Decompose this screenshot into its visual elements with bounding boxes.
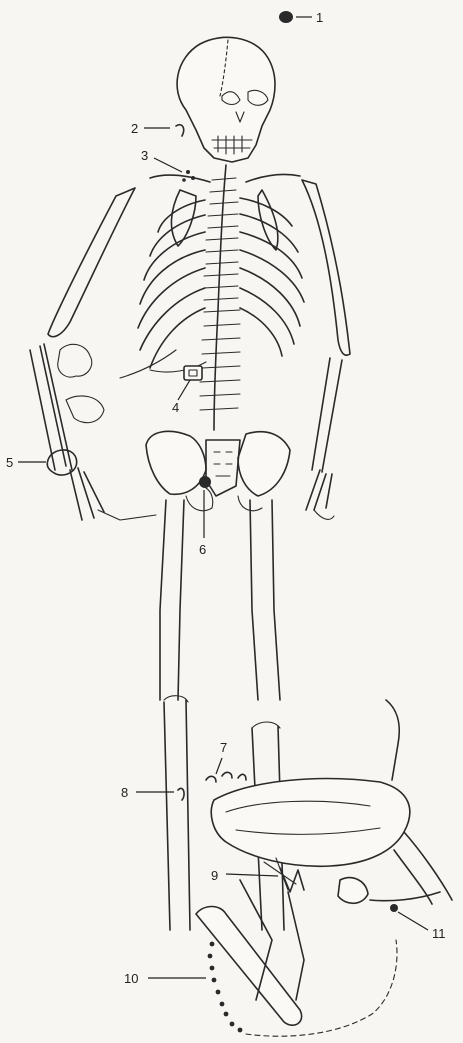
label-9: 9: [211, 868, 218, 883]
label-1: 1: [316, 10, 323, 25]
label-2: 2: [131, 121, 138, 136]
animal-bones: [196, 700, 452, 1025]
object-4-marker: [184, 366, 202, 380]
label-10: 10: [124, 971, 138, 986]
skull: [177, 37, 275, 162]
label-3: 3: [141, 148, 148, 163]
label-6: 6: [199, 542, 206, 557]
object-8-marker: [178, 788, 184, 800]
label-11: 11: [432, 926, 446, 941]
object-6-marker: [199, 476, 211, 488]
object-2-marker: [176, 125, 184, 136]
spine: [200, 165, 240, 430]
label-8: 8: [121, 785, 128, 800]
label-5: 5: [6, 455, 13, 470]
label-7: 7: [220, 740, 227, 755]
legs: [160, 500, 284, 930]
object-11-marker: [390, 904, 398, 912]
object-1-marker: [279, 11, 293, 23]
left-arm: [302, 180, 350, 519]
right-arm: [30, 188, 156, 520]
label-4: 4: [172, 400, 179, 415]
pelvis: [146, 431, 290, 510]
object-5-marker: [47, 450, 76, 475]
